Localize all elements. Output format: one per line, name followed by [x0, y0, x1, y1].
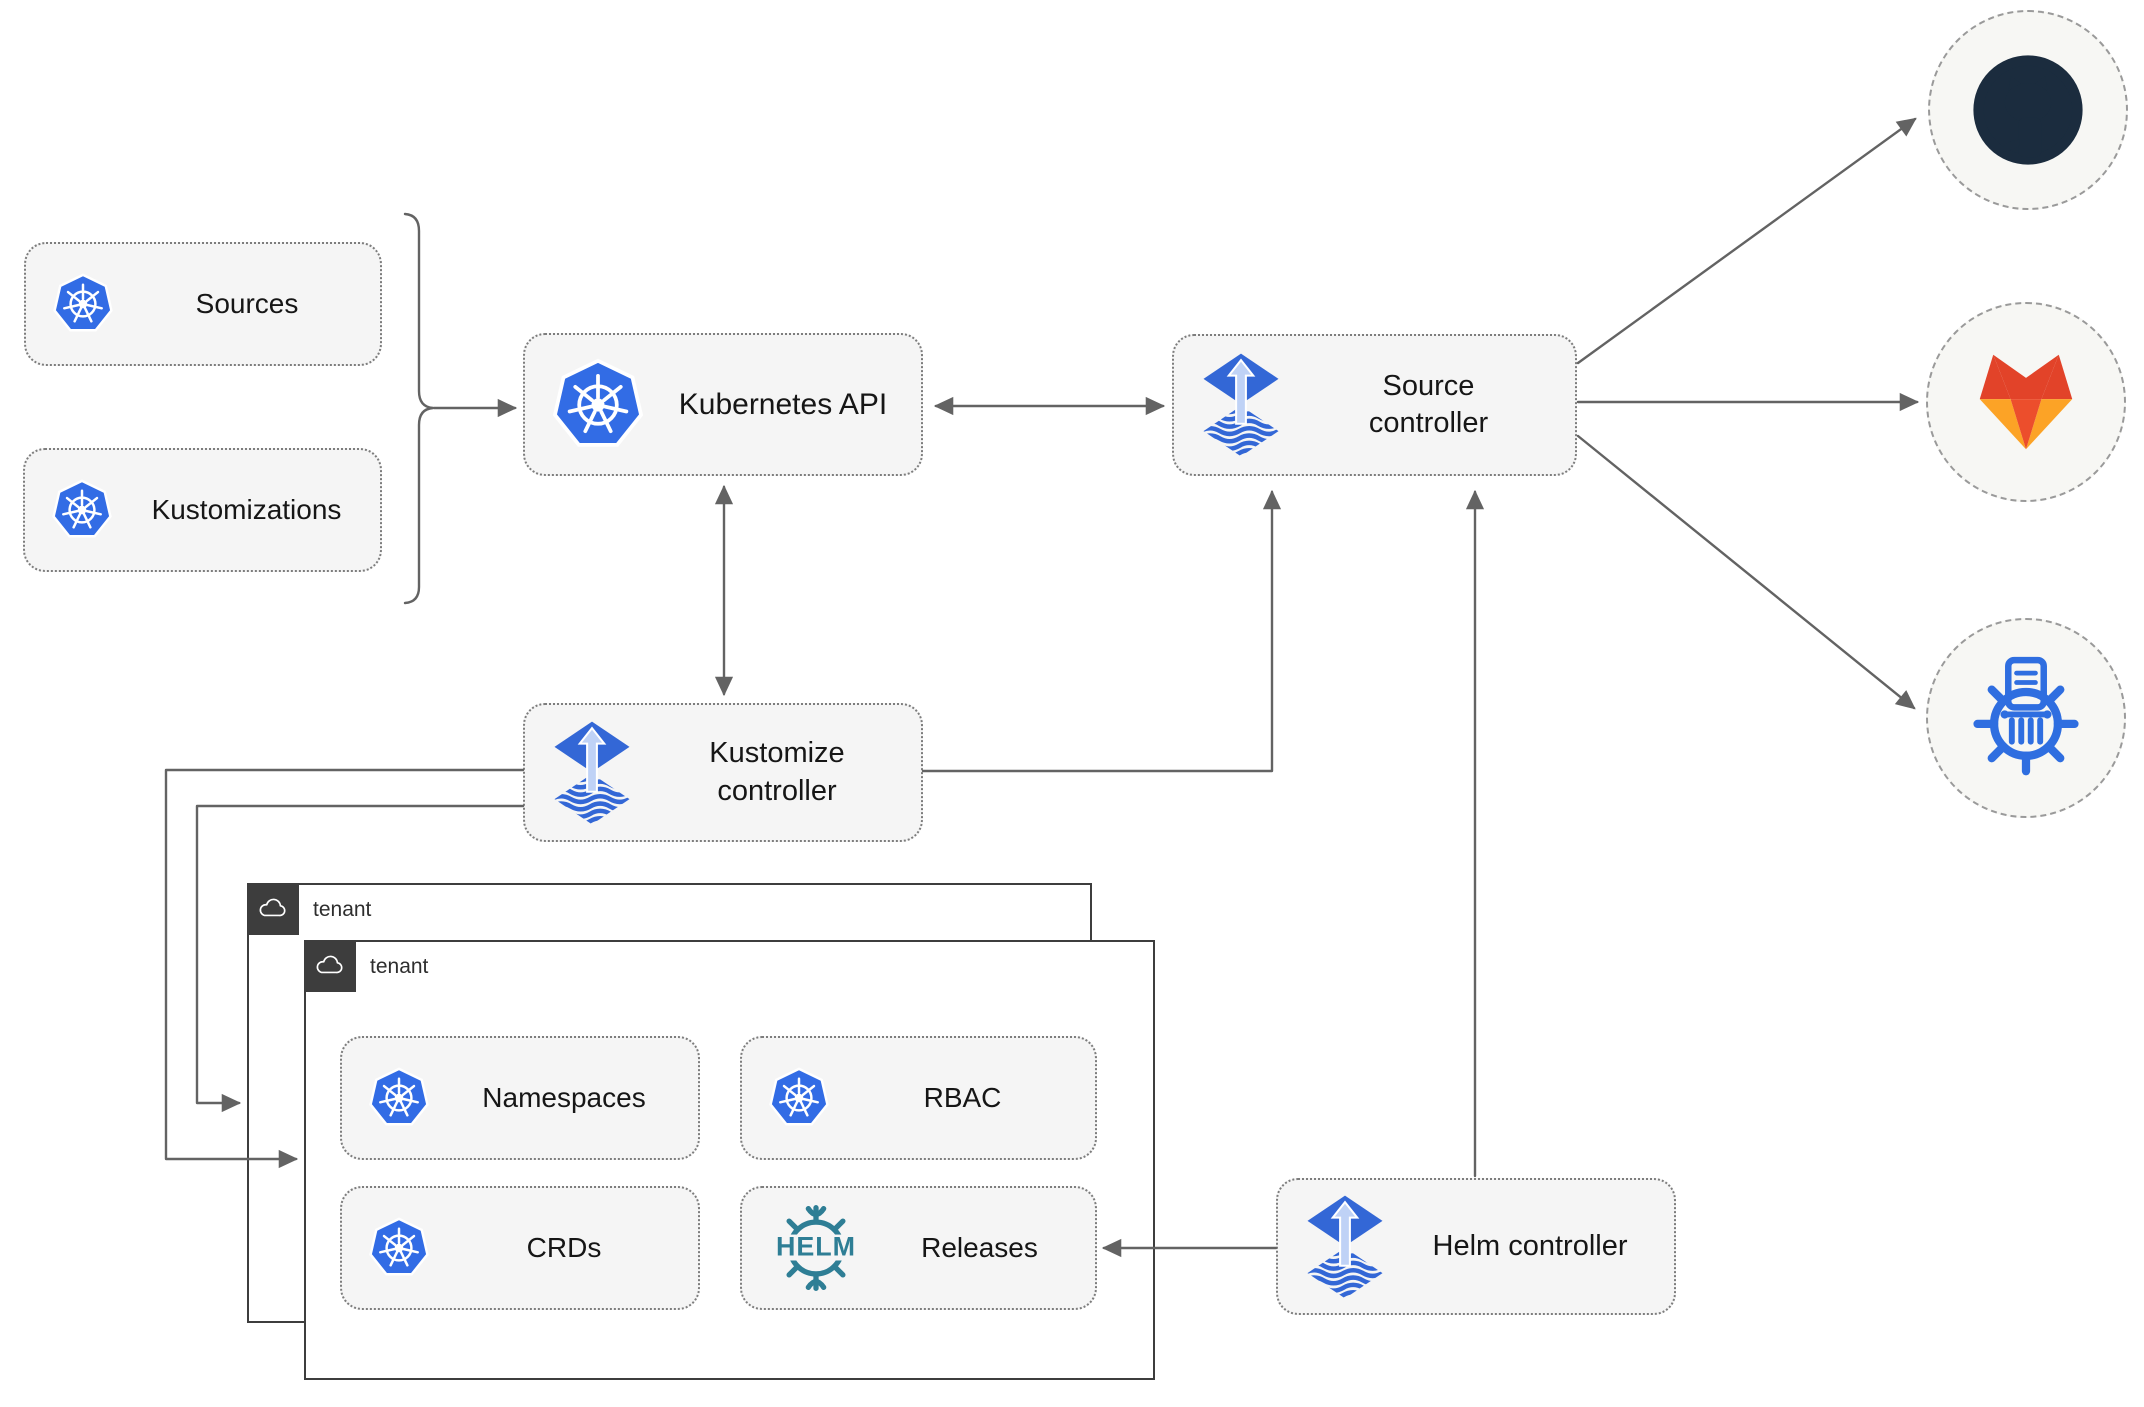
node-crds: CRDs: [340, 1186, 700, 1310]
container-registry-circle: [1926, 618, 2126, 818]
kustomize-controller-label: Kustomize controller: [709, 737, 845, 807]
edge-source-github: [1576, 117, 1917, 365]
helm-logo-text: HELM: [776, 1232, 856, 1262]
namespaces-label: Namespaces: [482, 1082, 646, 1113]
node-helm-controller: Helm controller: [1276, 1178, 1676, 1315]
kustomizations-label: Kustomizations: [151, 494, 342, 525]
edge-source-registry: [1576, 434, 1916, 710]
tenant-inner-label: tenant: [370, 955, 429, 978]
node-source-controller: Source controller: [1172, 334, 1577, 476]
brace-sources-group: [403, 212, 435, 605]
rbac-label: RBAC: [923, 1082, 1002, 1113]
helm-logo: HELM: [776, 1205, 856, 1291]
edge-kustomize-source: [921, 489, 1282, 773]
releases-label: Releases: [921, 1232, 1038, 1263]
node-kustomizations: Kustomizations: [23, 448, 382, 572]
node-kubernetes-api: Kubernetes API: [523, 333, 923, 476]
helm-controller-label: Helm controller: [1432, 1229, 1628, 1262]
cloud-icon: [257, 897, 289, 921]
crds-label: CRDs: [526, 1232, 602, 1263]
cloud-icon: [314, 954, 346, 978]
kubernetes-icon: [768, 1067, 830, 1129]
gitlab-circle: [1926, 302, 2126, 502]
tenant-inner-box: tenant: [303, 939, 1155, 1380]
node-kustomize-controller: Kustomize controller: [523, 703, 923, 842]
tenant-outer-label: tenant: [313, 898, 372, 921]
gitlab-icon: [1979, 354, 2073, 450]
kubernetes-icon: [551, 358, 645, 452]
kubernetes-icon: [52, 273, 114, 335]
kubernetes-icon: [368, 1067, 430, 1129]
sources-label: Sources: [195, 288, 299, 319]
tenant-inner-tab: [303, 939, 356, 992]
container-registry-icon: [1973, 656, 2079, 776]
tenant-outer-tab: [246, 882, 299, 935]
flux-icon: [1304, 1194, 1386, 1300]
node-rbac: RBAC: [740, 1036, 1097, 1160]
kubernetes-icon: [368, 1217, 430, 1279]
node-namespaces: Namespaces: [340, 1036, 700, 1160]
node-sources: Sources: [24, 242, 382, 366]
flux-icon: [551, 720, 633, 826]
flux-icon: [1200, 352, 1282, 458]
github-icon: [1973, 55, 2083, 165]
kubernetes-api-label: Kubernetes API: [678, 387, 888, 421]
github-circle: [1928, 10, 2128, 210]
kubernetes-icon: [51, 479, 113, 541]
source-controller-label: Source controller: [1368, 369, 1489, 439]
node-releases: HELM Releases: [740, 1186, 1097, 1310]
